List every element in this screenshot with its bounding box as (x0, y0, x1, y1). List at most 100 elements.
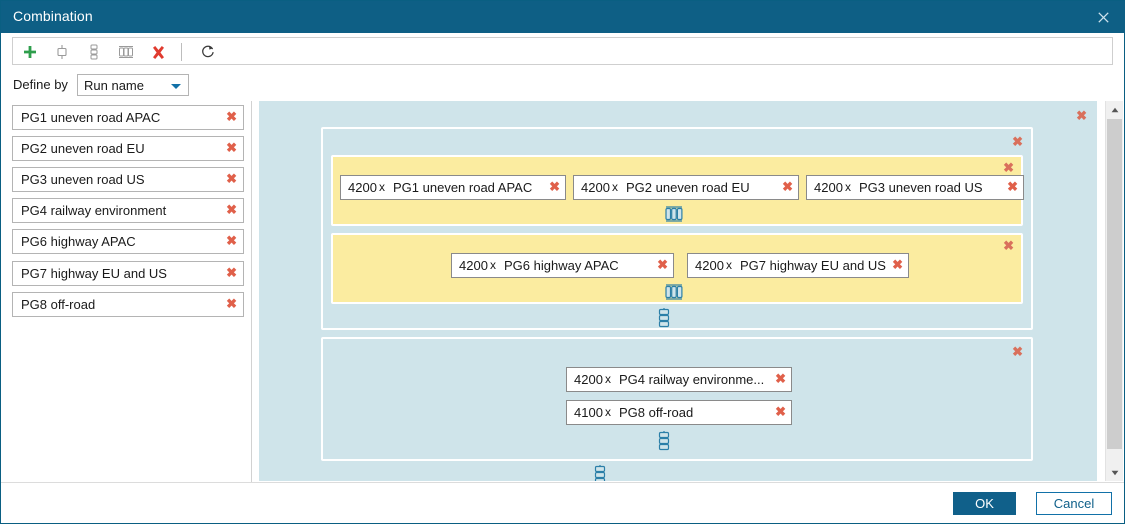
list-item-label: PG3 uneven road US (21, 172, 145, 187)
node-item[interactable]: 4200 x PG2 uneven road EU ✖ (573, 175, 799, 200)
list-item[interactable]: PG2 uneven road EU ✖ (12, 136, 244, 161)
refresh-glyph (202, 45, 214, 58)
list-item[interactable]: PG7 highway EU and US ✖ (12, 261, 244, 286)
node-quantity: 4200 (695, 258, 724, 273)
add-icon[interactable] (17, 40, 43, 64)
node-name: PG4 railway environme... (619, 372, 765, 387)
parallel-glyph (119, 46, 133, 58)
canvas-vertical-scrollbar[interactable] (1105, 101, 1123, 481)
node-name: PG2 uneven road EU (626, 180, 750, 195)
remove-icon[interactable]: ✖ (892, 257, 903, 272)
parallel-group-2[interactable]: ✖ 4200 x PG6 highway APAC ✖ 4200 x PG7 h… (331, 233, 1023, 304)
plus-glyph (24, 46, 36, 58)
parallel-group-1[interactable]: ✖ 4200 x PG1 uneven road APAC ✖ 4200 x P… (331, 155, 1024, 226)
combination-canvas: ✖ ✖ ✖ 4200 x PG1 uneven road APAC ✖ 4200… (259, 101, 1105, 481)
remove-icon[interactable]: ✖ (782, 179, 793, 194)
scroll-thumb[interactable] (1107, 119, 1122, 449)
list-item[interactable]: PG1 uneven road APAC ✖ (12, 105, 244, 130)
node-multiplier: x (605, 372, 611, 386)
list-item[interactable]: PG3 uneven road US ✖ (12, 167, 244, 192)
node-item[interactable]: 4100 x PG8 off-road ✖ (566, 400, 792, 425)
list-item-label: PG6 highway APAC (21, 234, 136, 249)
close-glyph (1097, 11, 1109, 23)
remove-icon[interactable]: ✖ (1012, 344, 1023, 359)
series-group-3[interactable]: ✖ 4200 x PG4 railway environme... ✖ 4100… (321, 337, 1033, 461)
series-connector-icon[interactable] (657, 308, 671, 331)
delete-icon[interactable] (145, 40, 171, 64)
node-quantity: 4200 (574, 372, 603, 387)
node-multiplier: x (845, 180, 851, 194)
parallel-connector-icon[interactable] (663, 283, 685, 304)
remove-icon[interactable]: ✖ (226, 233, 237, 248)
define-by-select[interactable]: Run name (77, 74, 189, 96)
node-name: PG8 off-road (619, 405, 694, 420)
ok-button[interactable]: OK (953, 492, 1016, 515)
add-parallel-icon[interactable] (113, 40, 139, 64)
remove-icon[interactable]: ✖ (226, 109, 237, 124)
list-item[interactable]: PG8 off-road ✖ (12, 292, 244, 317)
series-connector-icon[interactable] (593, 465, 607, 481)
remove-icon[interactable]: ✖ (1076, 108, 1087, 123)
node-multiplier: x (726, 258, 732, 272)
remove-icon[interactable]: ✖ (226, 265, 237, 280)
caret-down-glyph (1111, 470, 1118, 475)
close-icon[interactable] (1080, 1, 1125, 33)
remove-icon[interactable]: ✖ (1003, 238, 1014, 253)
scroll-up-icon[interactable] (1106, 101, 1123, 118)
cancel-button[interactable]: Cancel (1036, 492, 1112, 515)
parallel-connector-icon[interactable] (663, 205, 685, 226)
node-name: PG1 uneven road APAC (393, 180, 533, 195)
remove-icon[interactable]: ✖ (775, 404, 786, 419)
toolbar (12, 37, 1113, 65)
parameter-group-list: PG1 uneven road APAC ✖ PG2 uneven road E… (12, 105, 244, 481)
node-item[interactable]: 4200 x PG3 uneven road US ✖ (806, 175, 1024, 200)
delete-x-glyph (152, 45, 164, 59)
node-multiplier: x (605, 405, 611, 419)
node-multiplier: x (379, 180, 385, 194)
define-by-value: Run name (84, 78, 144, 93)
list-item-label: PG4 railway environment (21, 203, 167, 218)
remove-icon[interactable]: ✖ (226, 171, 237, 186)
panel-divider (251, 101, 252, 483)
series-connector-icon[interactable] (657, 431, 671, 454)
node-name: PG6 highway APAC (504, 258, 619, 273)
scroll-down-icon[interactable] (1106, 464, 1123, 481)
list-item[interactable]: PG6 highway APAC ✖ (12, 229, 244, 254)
window-title: Combination (13, 8, 93, 24)
remove-icon[interactable]: ✖ (657, 257, 668, 272)
series-glyph (90, 44, 98, 60)
inner-series-container[interactable]: ✖ ✖ 4200 x PG1 uneven road APAC ✖ 4200 x… (321, 127, 1033, 330)
remove-icon[interactable]: ✖ (1003, 160, 1014, 175)
node-name: PG7 highway EU and US (740, 258, 886, 273)
series-glyph (658, 308, 670, 328)
remove-icon[interactable]: ✖ (775, 371, 786, 386)
node-quantity: 4200 (459, 258, 488, 273)
refresh-icon[interactable] (195, 40, 221, 64)
node-item[interactable]: 4200 x PG1 uneven road APAC ✖ (340, 175, 566, 200)
list-item[interactable]: PG4 railway environment ✖ (12, 198, 244, 223)
add-single-node-icon[interactable] (49, 40, 75, 64)
node-item[interactable]: 4200 x PG6 highway APAC ✖ (451, 253, 674, 278)
node-name: PG3 uneven road US (859, 180, 983, 195)
remove-icon[interactable]: ✖ (226, 202, 237, 217)
series-glyph (658, 431, 670, 451)
series-glyph (594, 465, 606, 481)
remove-icon[interactable]: ✖ (226, 140, 237, 155)
list-item-label: PG1 uneven road APAC (21, 110, 161, 125)
node-quantity: 4200 (581, 180, 610, 195)
remove-icon[interactable]: ✖ (1012, 134, 1023, 149)
node-quantity: 4100 (574, 405, 603, 420)
remove-icon[interactable]: ✖ (549, 179, 560, 194)
remove-icon[interactable]: ✖ (226, 296, 237, 311)
node-item[interactable]: 4200 x PG4 railway environme... ✖ (566, 367, 792, 392)
list-item-label: PG2 uneven road EU (21, 141, 145, 156)
node-multiplier: x (490, 258, 496, 272)
chevron-down-icon (171, 84, 181, 89)
dialog-footer: OK Cancel (1, 482, 1124, 523)
node-item[interactable]: 4200 x PG7 highway EU and US ✖ (687, 253, 909, 278)
outer-series-container[interactable]: ✖ ✖ ✖ 4200 x PG1 uneven road APAC ✖ 4200… (259, 101, 1097, 481)
node-quantity: 4200 (348, 180, 377, 195)
remove-icon[interactable]: ✖ (1007, 179, 1018, 194)
add-series-icon[interactable] (81, 40, 107, 64)
